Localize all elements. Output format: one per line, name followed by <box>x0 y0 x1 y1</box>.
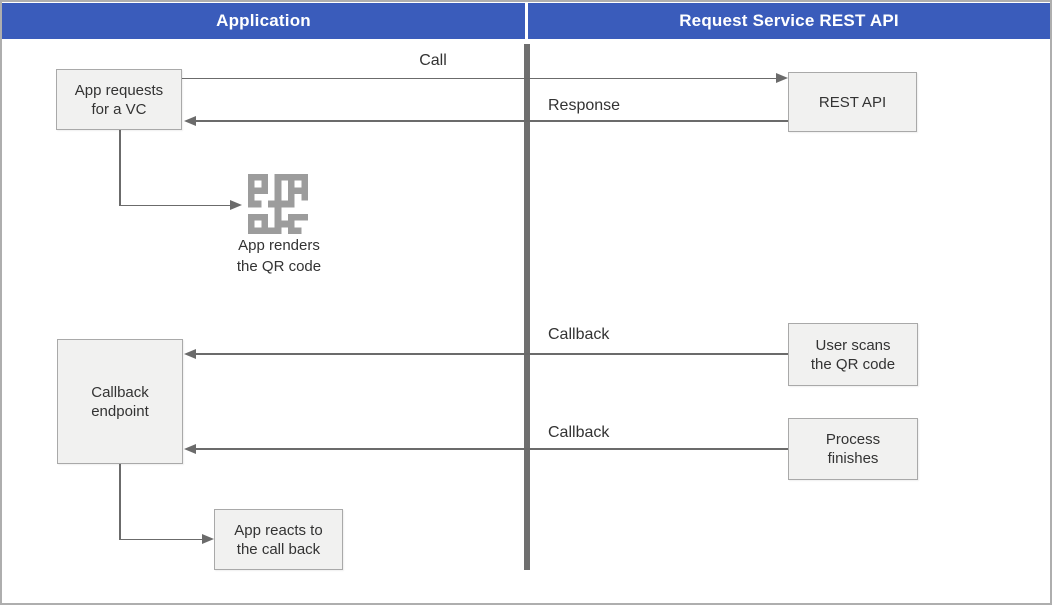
lane-header-request-service: Request Service REST API <box>528 3 1050 39</box>
node-user-scans-qr: User scans the QR code <box>788 323 918 386</box>
callback2-arrow-line <box>196 448 788 450</box>
lifeline <box>524 44 530 570</box>
response-arrow-line <box>196 120 788 122</box>
node-label-line: finishes <box>827 450 879 467</box>
call-arrow-line <box>182 77 778 79</box>
callback1-arrow-line <box>196 353 788 355</box>
qr-elbow-horizontal-line <box>119 204 230 206</box>
callback1-message-label: Callback <box>548 326 610 343</box>
callback1-arrowhead-icon <box>184 348 196 359</box>
node-label-line: for a VC <box>91 100 147 118</box>
node-app-reacts-callback: App reacts to the call back <box>214 509 343 570</box>
node-label-line: App requests <box>74 81 164 99</box>
node-label-line: REST API <box>818 93 887 111</box>
node-label-line: User scans <box>815 336 891 354</box>
lane-header-application: Application <box>2 3 525 39</box>
node-label-line: the QR code <box>810 355 896 373</box>
qr-elbow-vertical-line <box>119 130 121 206</box>
qr-code-icon <box>248 174 308 234</box>
call-arrowhead-icon <box>776 73 788 83</box>
call-message-label: Call <box>419 52 447 69</box>
qr-caption-line: the QR code <box>236 258 322 275</box>
node-label-line: Callback <box>91 383 149 401</box>
reacts-elbow-horizontal-line <box>119 538 202 540</box>
callback2-message-label: Callback <box>548 424 610 441</box>
response-message-label: Response <box>548 97 621 114</box>
qr-caption-line: App renders <box>238 237 320 254</box>
response-arrowhead-icon <box>184 115 196 126</box>
node-label-line: the call back <box>236 540 321 558</box>
lane-header-request-service-label: Request Service REST API <box>679 11 899 30</box>
qr-caption: App renders the QR code <box>211 235 347 277</box>
callback2-arrowhead-icon <box>184 443 196 454</box>
node-app-requests-vc: App requests for a VC <box>56 69 182 130</box>
reacts-elbow-arrowhead-icon <box>202 534 214 544</box>
node-callback-endpoint: Callback endpoint <box>57 339 183 464</box>
node-process-finishes: Process finishes <box>788 418 918 480</box>
reacts-elbow-vertical-line <box>119 464 121 540</box>
node-label-line: endpoint <box>91 402 149 420</box>
lane-header-application-label: Application <box>216 11 311 30</box>
node-label-line: Process <box>825 431 881 448</box>
qr-elbow-arrowhead-icon <box>230 200 242 210</box>
node-rest-api: REST API <box>788 72 917 132</box>
node-label-line: App reacts to <box>234 521 323 539</box>
